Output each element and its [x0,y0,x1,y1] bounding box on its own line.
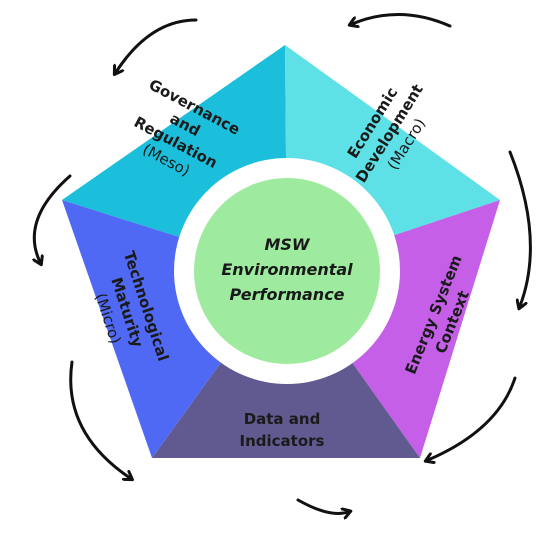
arrow-top-left [116,18,198,72]
center-circle [194,178,380,364]
center-label-line-1: MSW [264,235,310,254]
center-label-line-3: Performance [229,285,344,304]
arrow-left-upper [34,174,72,262]
data-label: Data and Indicators [240,410,325,450]
arrow-right-upper [508,150,532,306]
arrow-bottom [296,498,348,514]
cycle-arrows [34,12,532,514]
center-label-line-2: Environmental [221,260,353,279]
data-label-line-2: Indicators [240,432,325,450]
data-label-line-1: Data and [244,410,321,428]
arrow-right-lower [428,376,517,460]
arrow-left-lower [69,360,130,478]
arrow-top-right [352,12,452,26]
